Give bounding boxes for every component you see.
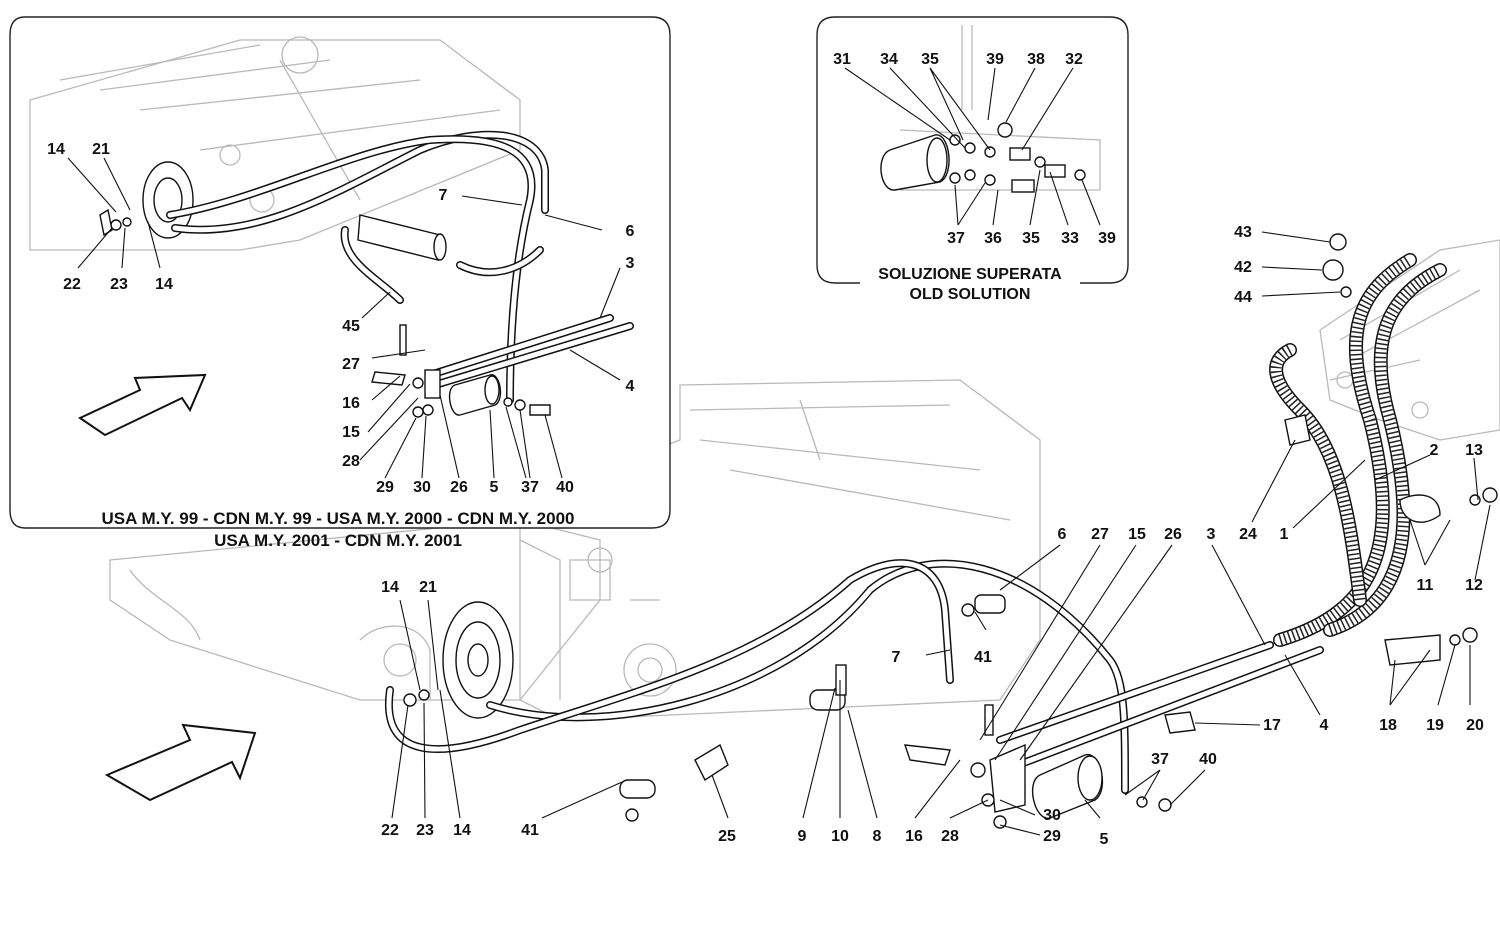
callout-23: 23 (110, 276, 128, 293)
inset-arrow-icon (77, 373, 207, 437)
callout-42: 42 (1234, 259, 1252, 276)
callout-25: 25 (718, 828, 736, 845)
callout-31: 31 (833, 51, 851, 68)
main-fuel-filter (903, 743, 1104, 819)
callout-24: 24 (1239, 526, 1257, 543)
callout-15: 15 (1128, 526, 1146, 543)
callout-23: 23 (416, 822, 434, 839)
callout-14: 14 (381, 579, 399, 596)
callout-4: 4 (626, 378, 635, 395)
callout-21: 21 (92, 141, 110, 158)
callout-27: 27 (1091, 526, 1109, 543)
callout-36: 36 (984, 230, 1002, 247)
callout-20: 20 (1466, 717, 1484, 734)
callout-11: 11 (1417, 577, 1434, 594)
callout-28: 28 (941, 828, 959, 845)
inset-caption-line2: USA M.Y. 2001 - CDN M.Y. 2001 (214, 531, 462, 550)
callout-19: 19 (1426, 717, 1444, 734)
callout-29: 29 (1043, 828, 1061, 845)
callout-9: 9 (798, 828, 807, 845)
callout-5: 5 (1100, 831, 1109, 848)
callout-13: 13 (1465, 442, 1483, 459)
callout-45: 45 (342, 318, 360, 335)
callout-26: 26 (1164, 526, 1182, 543)
callout-35: 35 (1022, 230, 1040, 247)
callout-30: 30 (1043, 807, 1061, 824)
callout-14: 14 (47, 141, 65, 158)
callout-16: 16 (342, 395, 360, 412)
callout-43: 43 (1234, 224, 1252, 241)
callout-39: 39 (986, 51, 1004, 68)
callout-41: 41 (521, 822, 539, 839)
callout-29: 29 (376, 479, 394, 496)
callout-40: 40 (1199, 751, 1217, 768)
callout-22: 22 (63, 276, 81, 293)
small-hardware (403, 233, 1498, 829)
main-fuel-lines (384, 559, 1324, 794)
main-labels: 43 42 44 2 13 24 1 11 12 6 27 15 26 3 14… (381, 224, 1484, 848)
inset-old-labels: 31 34 35 39 38 32 37 36 35 33 39 SOLUZIO… (833, 51, 1116, 303)
callout-27: 27 (342, 356, 360, 373)
engine-block-background (1319, 239, 1500, 441)
callout-35: 35 (921, 51, 939, 68)
callout-6: 6 (1058, 526, 1067, 543)
callout-37: 37 (947, 230, 965, 247)
callout-5: 5 (490, 479, 499, 496)
inset-usa-cdn-variant (9, 16, 671, 529)
callout-2: 2 (1430, 442, 1439, 459)
callout-21: 21 (419, 579, 437, 596)
callout-3: 3 (1207, 526, 1216, 543)
old-caption-line2: OLD SOLUTION (910, 286, 1031, 303)
callout-14: 14 (155, 276, 173, 293)
callout-1: 1 (1280, 526, 1289, 543)
callout-44: 44 (1234, 289, 1252, 306)
callout-4: 4 (1320, 717, 1329, 734)
old-caption-line1: SOLUZIONE SUPERATA (878, 266, 1062, 283)
callout-6: 6 (626, 223, 635, 240)
inset-caption-line1: USA M.Y. 99 - CDN M.Y. 99 - USA M.Y. 200… (102, 509, 575, 528)
callout-7: 7 (439, 187, 448, 204)
callout-32: 32 (1065, 51, 1083, 68)
callout-8: 8 (873, 828, 882, 845)
leader-lines (67, 67, 1491, 836)
callout-12: 12 (1465, 577, 1483, 594)
callout-22: 22 (381, 822, 399, 839)
direction-arrow-icon (104, 723, 257, 802)
callout-16: 16 (905, 828, 923, 845)
callout-38: 38 (1027, 51, 1045, 68)
callout-34: 34 (880, 51, 898, 68)
callout-28: 28 (342, 453, 360, 470)
callout-40: 40 (556, 479, 574, 496)
callout-26: 26 (450, 479, 468, 496)
callout-14: 14 (453, 822, 471, 839)
callout-39: 39 (1098, 230, 1116, 247)
callout-15: 15 (342, 424, 360, 441)
callout-17: 17 (1263, 717, 1281, 734)
callout-18: 18 (1379, 717, 1397, 734)
callout-41: 41 (974, 649, 992, 666)
callout-30: 30 (413, 479, 431, 496)
callout-10: 10 (831, 828, 849, 845)
fuel-pump-flange (442, 601, 514, 719)
callout-3: 3 (626, 255, 635, 272)
callout-7: 7 (892, 649, 901, 666)
inset-usa-labels: 14 21 22 23 14 7 6 3 4 45 27 16 15 28 29… (47, 141, 634, 550)
braided-hoses (1269, 253, 1447, 647)
callout-33: 33 (1061, 230, 1079, 247)
inset-old-solution (816, 16, 1129, 304)
callout-37: 37 (521, 479, 539, 496)
callout-37: 37 (1151, 751, 1169, 768)
